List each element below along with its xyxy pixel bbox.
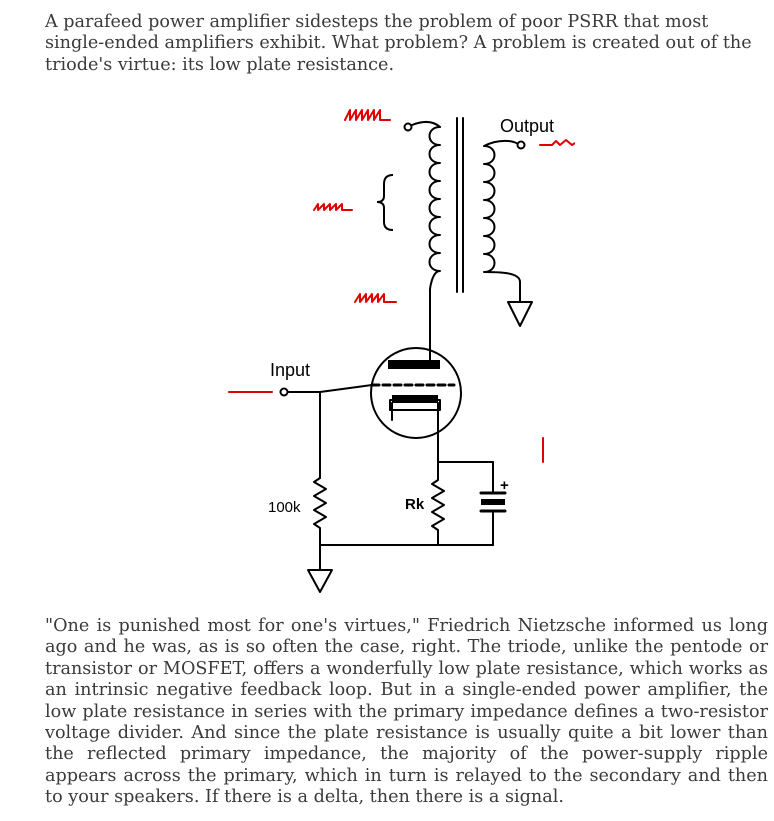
cathode-resistor-label: Rk	[405, 496, 425, 513]
ripple-waveform-primary	[313, 203, 353, 211]
primary-brace	[376, 174, 394, 231]
input-terminal	[279, 384, 373, 479]
body-paragraph: "One is punished most for one's virtues,…	[45, 616, 768, 808]
output-label: Output	[500, 116, 554, 136]
parafeed-schematic: Output Input 100k Rk +	[228, 109, 575, 593]
secondary-coil	[483, 140, 521, 303]
capacitor-polarity-label: +	[500, 477, 509, 494]
bypass-capacitor	[479, 461, 507, 546]
grid-resistor-label: 100k	[268, 499, 301, 516]
triode-tube	[370, 347, 462, 463]
output-terminal	[516, 140, 526, 150]
primary-top-terminal	[403, 121, 441, 132]
transformer-core	[456, 117, 464, 293]
ripple-waveform-top	[344, 109, 391, 121]
cathode-resistor-rk	[431, 461, 445, 546]
secondary-ground-symbol	[507, 301, 533, 327]
grid-resistor-100k	[313, 477, 327, 546]
output-ripple-waveform	[539, 139, 575, 146]
intro-paragraph: A parafeed power amplifier sidesteps the…	[45, 12, 752, 75]
input-ground-symbol	[307, 569, 333, 593]
input-label: Input	[270, 360, 310, 380]
ripple-waveform-plate	[354, 293, 397, 303]
primary-coil	[428, 126, 441, 296]
